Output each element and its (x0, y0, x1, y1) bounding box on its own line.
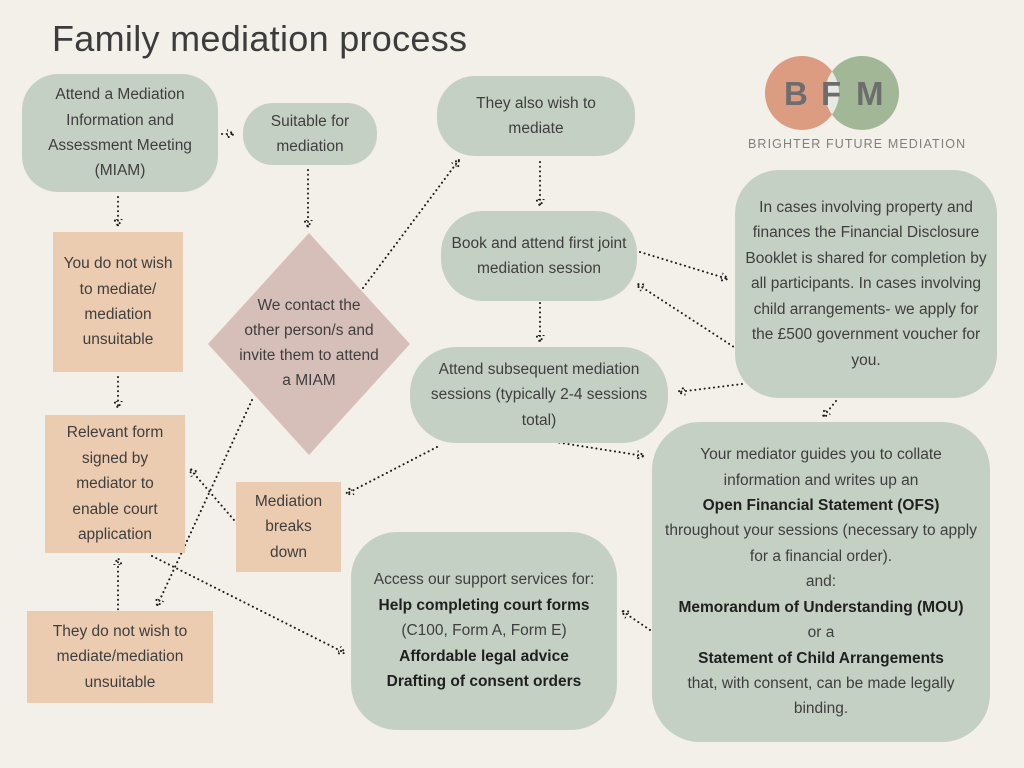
node-relevant-form: Relevant form signed by mediator to enab… (45, 415, 185, 553)
arrow-financial-disclosure-to-mediator-writes-up (823, 400, 837, 417)
node-financial-disclosure-label: In cases involving property and finances… (745, 199, 987, 369)
node-relevant-form-label: Relevant form signed by mediator to enab… (66, 424, 164, 544)
node-attend-miam: Attend a Mediation Information and Asses… (22, 74, 218, 192)
bfm-logo: B F M BRIGHTER FUTURE MEDIATION (748, 53, 967, 158)
node-financial-disclosure: In cases involving property and finances… (735, 170, 997, 398)
page-title: Family mediation process (52, 18, 468, 59)
node-suitable-for-mediation-label: Suitable for mediation (270, 112, 350, 155)
arrow-financial-disclosure-to-attend-subsequent (678, 383, 743, 392)
logo-left-circle (765, 56, 839, 130)
node-they-also-wish-label: They also wish to mediate (476, 94, 596, 137)
node-attend-subsequent-label: Attend subsequent mediation sessions (ty… (430, 360, 648, 429)
bfm-logo-circles: B F M (765, 56, 899, 130)
node-mediation-breaks-down: Mediation breaks down (236, 482, 341, 572)
logo-letter-m: M (856, 75, 884, 112)
node-contact-other-person: We contact the other person/s and invite… (208, 233, 410, 455)
node-mediation-breaks-down-label: Mediation breaks down (254, 492, 323, 561)
node-support-services-label: Access our support services for: Help co… (373, 571, 595, 691)
logo-caption: BRIGHTER FUTURE MEDIATION (748, 137, 967, 151)
node-they-also-wish: They also wish to mediate (437, 76, 635, 156)
arrow-financial-disclosure-to-book-first (637, 284, 738, 350)
node-you-do-not-wish: You do not wish to mediate/ mediation un… (53, 232, 183, 372)
node-support-services: Access our support services for: Help co… (351, 532, 617, 730)
node-attend-miam-label: Attend a Mediation Information and Asses… (48, 86, 192, 180)
node-suitable-for-mediation: Suitable for mediation (243, 103, 377, 165)
logo-right-circle (825, 56, 899, 130)
arrow-mediator-writes-up-to-support-services (622, 611, 651, 631)
arrow-book-first-to-financial-disclosure (639, 251, 728, 279)
logo-letter-b: B (784, 75, 808, 112)
arrow-mediation-breaks-down-to-relevant-form (190, 469, 241, 528)
node-they-do-not-wish: They do not wish to mediate/mediation un… (27, 611, 213, 703)
node-mediator-writes-up: Your mediator guides you to collate info… (652, 422, 990, 742)
node-mediator-writes-up-label: Your mediator guides you to collate info… (665, 446, 977, 718)
node-contact-other-person-label: We contact the other person/s and invite… (239, 297, 379, 389)
node-book-first-session-label: Book and attend first joint mediation se… (451, 234, 627, 277)
node-they-do-not-wish-label: They do not wish to mediate/mediation un… (52, 622, 188, 691)
node-book-first-session: Book and attend first joint mediation se… (441, 211, 637, 301)
node-you-do-not-wish-label: You do not wish to mediate/ mediation un… (63, 255, 173, 349)
logo-letter-f: F (821, 75, 841, 112)
arrow-attend-subsequent-to-mediation-breaks-down (346, 446, 438, 494)
node-attend-subsequent: Attend subsequent mediation sessions (ty… (410, 347, 668, 443)
